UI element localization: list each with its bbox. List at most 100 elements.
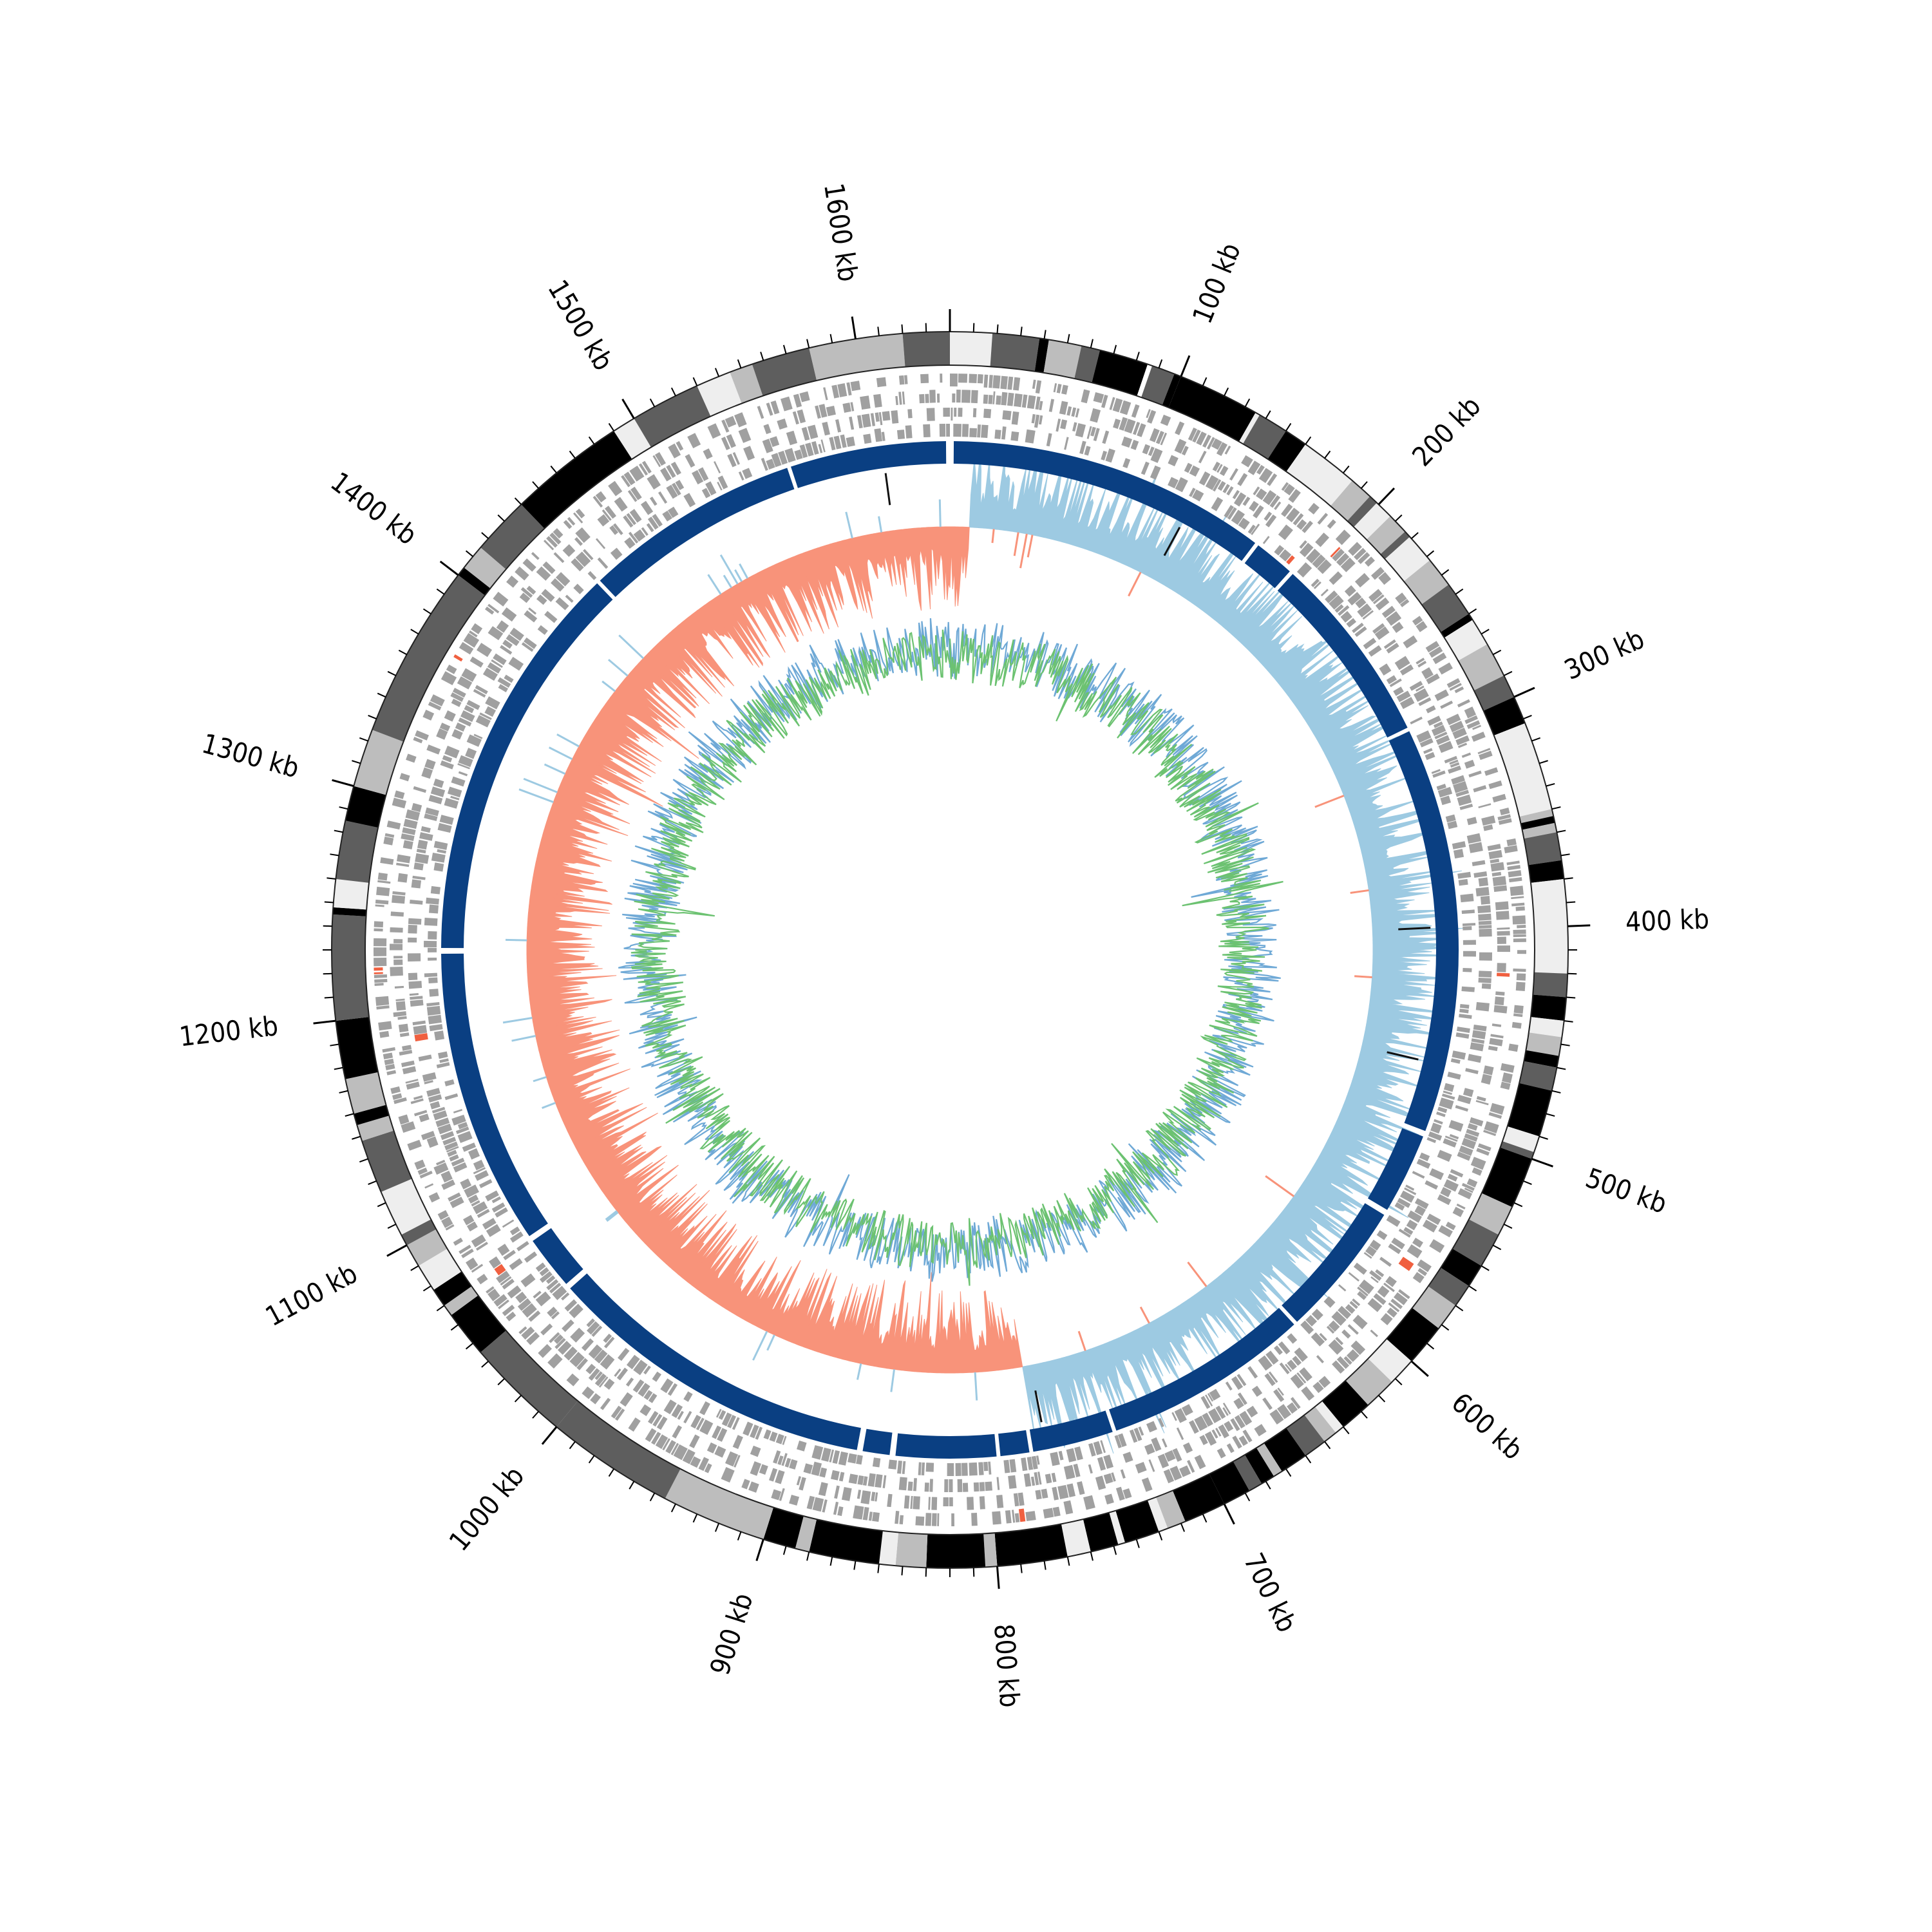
- gene-feature: [962, 1482, 969, 1492]
- gene-feature: [1141, 1477, 1153, 1492]
- contig-block: [1412, 1286, 1456, 1329]
- gene-feature: [799, 391, 810, 402]
- gene-feature: [671, 1404, 683, 1418]
- gene-feature: [1207, 437, 1215, 450]
- gene-feature: [398, 1114, 410, 1125]
- gene-feature: [424, 759, 436, 770]
- gc-skew-spike: [1027, 535, 1034, 558]
- gene-feature: [895, 395, 898, 406]
- gene-feature: [645, 1428, 657, 1443]
- gene-feature: [471, 1234, 486, 1248]
- gene-feature: [612, 523, 623, 535]
- minor-tick: [1360, 1411, 1368, 1419]
- gene-feature: [408, 972, 418, 981]
- gene-feature: [401, 833, 415, 842]
- gene-feature: [1436, 784, 1446, 791]
- gene-feature: [1386, 675, 1397, 685]
- gene-feature: [457, 676, 473, 690]
- gene-feature: [1459, 1145, 1473, 1156]
- gene-feature: [627, 489, 638, 502]
- gene-feature: [424, 1080, 433, 1084]
- gene-feature: [1027, 1456, 1034, 1470]
- gene-feature: [1477, 748, 1491, 755]
- gene-feature: [811, 1445, 824, 1460]
- gene-feature: [1478, 978, 1492, 983]
- gene-feature: [1018, 1508, 1026, 1522]
- minor-tick: [387, 1224, 397, 1229]
- gene-feature: [376, 886, 390, 896]
- scale-tick-label: 1000 kb: [443, 1461, 531, 1557]
- gene-feature: [1215, 1405, 1226, 1419]
- gene-feature: [1319, 1332, 1327, 1341]
- gene-feature: [1358, 552, 1370, 564]
- gene-feature: [977, 374, 983, 384]
- gene-feature: [1079, 440, 1086, 455]
- gene-feature: [562, 1319, 574, 1332]
- gene-feature: [784, 1457, 791, 1468]
- gene-feature: [453, 1162, 468, 1173]
- gene-feature: [1449, 1133, 1459, 1140]
- gene-feature: [656, 1416, 668, 1430]
- gene-feature: [1299, 1367, 1312, 1381]
- gene-feature: [1222, 484, 1230, 493]
- gene-feature: [1262, 536, 1270, 544]
- gene-feature: [1372, 623, 1385, 634]
- gene-feature: [826, 405, 836, 417]
- gc-skew-spike: [518, 788, 554, 803]
- gene-feature: [996, 1477, 1000, 1490]
- contig-block: [1531, 878, 1569, 974]
- gene-feature: [418, 1054, 432, 1061]
- contig-block: [795, 1516, 817, 1552]
- gene-feature: [462, 1142, 477, 1152]
- gene-feature: [1466, 1178, 1478, 1188]
- gene-feature: [1265, 1350, 1279, 1365]
- gene-feature: [1353, 1262, 1367, 1275]
- scale-tick-label: 900 kb: [704, 1589, 759, 1679]
- contig-block: [357, 1115, 394, 1141]
- gene-feature: [1215, 1427, 1222, 1437]
- gene-feature: [1246, 1405, 1258, 1418]
- gene-feature: [1379, 1256, 1392, 1267]
- gene-feature: [428, 795, 443, 804]
- gene-feature: [449, 1154, 459, 1162]
- gc-skew-marker: [1034, 1390, 1043, 1423]
- gene-feature: [1498, 818, 1512, 825]
- gene-feature: [1288, 489, 1301, 503]
- gene-feature: [1507, 865, 1521, 871]
- gene-feature: [818, 444, 823, 453]
- gene-feature: [1202, 1412, 1213, 1427]
- gene-feature: [1296, 1372, 1307, 1384]
- gc-skew-marker: [1387, 1051, 1419, 1061]
- gene-feature: [1508, 870, 1522, 878]
- gene-feature: [508, 656, 524, 671]
- gene-feature: [692, 469, 704, 485]
- gene-feature: [910, 1495, 913, 1510]
- gene-feature: [1227, 507, 1237, 520]
- contig-block: [354, 1104, 390, 1126]
- gene-feature: [666, 484, 678, 499]
- gene-feature: [1466, 817, 1477, 826]
- gene-feature: [1466, 1128, 1480, 1137]
- gene-feature: [424, 813, 438, 822]
- gene-feature: [1262, 489, 1277, 506]
- gene-feature: [1328, 1339, 1344, 1355]
- gene-feature: [770, 400, 780, 415]
- gene-feature: [440, 1131, 455, 1141]
- minor-tick: [1285, 1468, 1292, 1477]
- gene-feature: [1334, 604, 1344, 613]
- minor-tick: [1523, 714, 1532, 720]
- contig-block: [1264, 1428, 1306, 1472]
- gene-feature: [1441, 1093, 1455, 1100]
- gene-feature: [1198, 450, 1207, 464]
- gene-feature: [1513, 968, 1526, 972]
- gene-feature: [1086, 426, 1092, 439]
- contig-block: [763, 1507, 804, 1549]
- gene-feature: [563, 520, 573, 529]
- gene-feature: [1372, 594, 1385, 605]
- gene-feature: [539, 1271, 553, 1283]
- gene-feature: [1338, 1284, 1347, 1292]
- gene-feature: [477, 1209, 490, 1218]
- contig-block: [1286, 444, 1352, 506]
- coverage-segment: [998, 1430, 1030, 1457]
- gene-feature: [643, 1365, 651, 1375]
